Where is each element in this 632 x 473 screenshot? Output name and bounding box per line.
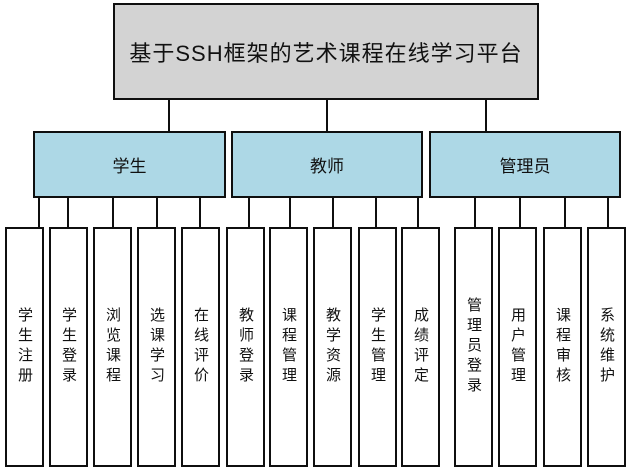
leaf-label: 用户管理	[509, 307, 526, 387]
leaf-label: 在线评价	[192, 307, 209, 387]
connector-line	[156, 198, 158, 227]
connector-line	[248, 198, 250, 227]
connector-line	[607, 198, 609, 227]
connector-line	[112, 198, 114, 227]
connector-line	[564, 198, 566, 227]
leaf-label: 学生登录	[60, 307, 77, 387]
leaf-label: 选课学习	[148, 307, 165, 387]
leaf-label: 课程审核	[554, 307, 571, 387]
leaf-node-online-evaluation: 在线评价	[181, 227, 220, 467]
connector-line	[199, 198, 201, 227]
leaf-node-browse-courses: 浏览课程	[93, 227, 132, 467]
connector-line	[67, 198, 69, 227]
leaf-label: 教师登录	[237, 307, 254, 387]
leaf-node-grade-assessment: 成绩评定	[401, 227, 440, 467]
leaf-node-student-login: 学生登录	[49, 227, 88, 467]
leaf-node-student-management: 学生管理	[358, 227, 397, 467]
connector-line	[474, 198, 476, 227]
leaf-label: 课程管理	[280, 307, 297, 387]
connector-line	[38, 198, 40, 227]
connector-line	[417, 198, 419, 227]
connector-line	[289, 198, 291, 227]
leaf-label: 学生管理	[369, 307, 386, 387]
connector-line	[168, 100, 170, 131]
leaf-node-course-selection: 选课学习	[137, 227, 176, 467]
leaf-node-admin-login: 管理员登录	[454, 227, 493, 467]
leaf-node-system-maintenance: 系统维护	[587, 227, 626, 467]
group-node-teacher: 教师	[231, 131, 423, 198]
root-node-label: 基于SSH框架的艺术课程在线学习平台	[129, 40, 523, 66]
group-node-teacher-label: 教师	[310, 157, 344, 176]
connector-line	[326, 100, 328, 131]
connector-line	[375, 198, 377, 227]
connector-line	[332, 198, 334, 227]
leaf-label: 成绩评定	[412, 307, 429, 387]
leaf-label: 教学资源	[324, 307, 341, 387]
leaf-node-course-review: 课程审核	[543, 227, 582, 467]
group-node-student: 学生	[33, 131, 226, 198]
root-node: 基于SSH框架的艺术课程在线学习平台	[113, 3, 539, 100]
leaf-label: 浏览课程	[104, 307, 121, 387]
connector-line	[519, 198, 521, 227]
connector-line	[485, 100, 487, 131]
group-node-student-label: 学生	[112, 157, 147, 176]
group-node-admin-label: 管理员	[499, 157, 551, 176]
leaf-node-teaching-resources: 教学资源	[313, 227, 352, 467]
leaf-label: 管理员登录	[465, 297, 482, 397]
leaf-node-student-register: 学生注册	[5, 227, 44, 467]
leaf-node-user-management: 用户管理	[498, 227, 537, 467]
leaf-label: 学生注册	[16, 307, 33, 387]
leaf-label: 系统维护	[598, 307, 615, 387]
leaf-node-course-management: 课程管理	[269, 227, 308, 467]
group-node-admin: 管理员	[429, 131, 621, 198]
leaf-node-teacher-login: 教师登录	[226, 227, 265, 467]
